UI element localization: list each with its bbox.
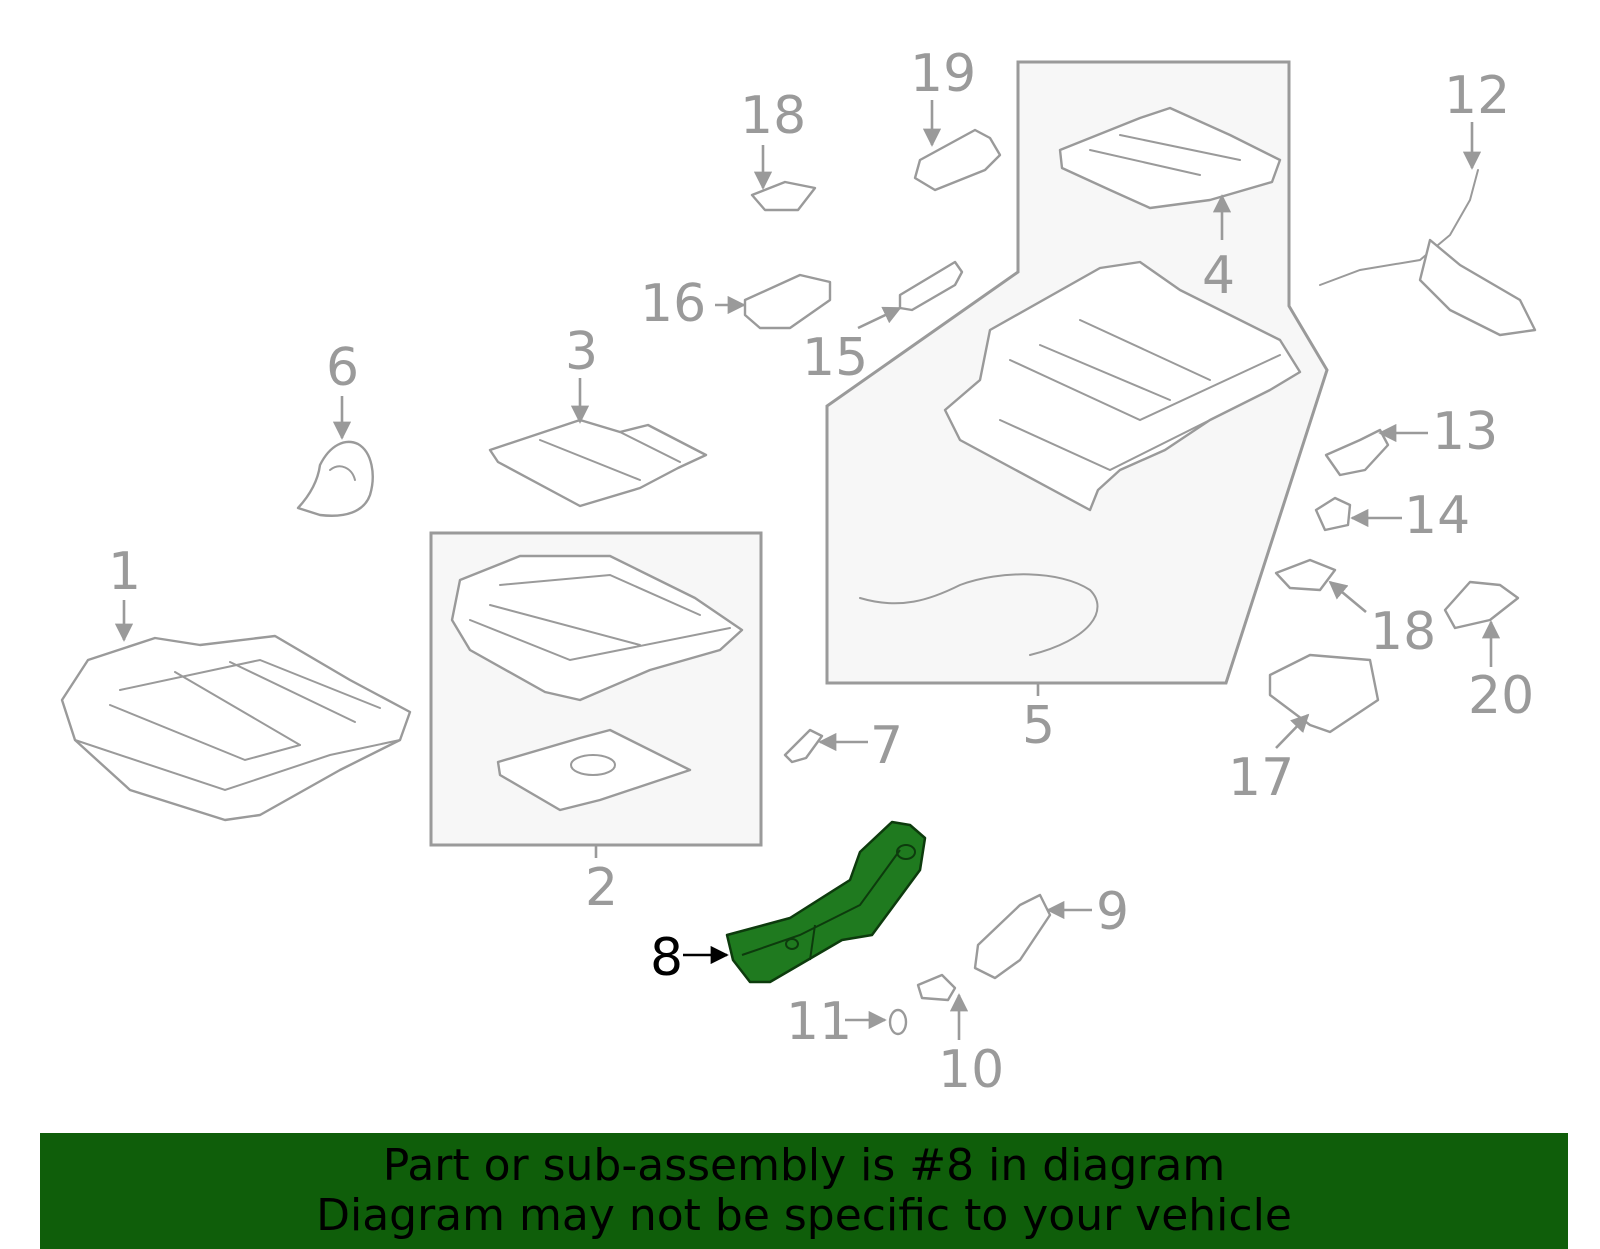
callout-4: 4 (1202, 246, 1236, 306)
callout-2: 2 (585, 858, 619, 918)
callout-11: 11 (786, 992, 853, 1052)
callout-16: 16 (640, 274, 707, 334)
part-14-clip (1314, 496, 1352, 532)
part-9-cover (973, 893, 1052, 980)
part-20-cover (1443, 580, 1520, 630)
part-1-cushion-cover (60, 634, 412, 822)
part-13-bracket (1324, 428, 1390, 477)
part-6-trim (296, 440, 374, 517)
callout-14: 14 (1404, 486, 1471, 546)
callout-18-right: 18 (1370, 602, 1437, 662)
part-18-cap-right (1274, 558, 1337, 592)
banner-line-2: Diagram may not be specific to your vehi… (316, 1190, 1292, 1241)
info-banner: Part or sub-assembly is #8 in diagram Di… (40, 1133, 1568, 1249)
callout-8: 8 (650, 928, 684, 988)
part-8-side-shield (725, 820, 927, 984)
part-16-switch (743, 273, 832, 330)
part-5-seat-frame (859, 260, 1302, 656)
part-18-cap-top (750, 180, 817, 212)
part-12-harness (1319, 169, 1537, 337)
callout-12: 12 (1444, 66, 1511, 126)
part-17-switch (1268, 653, 1380, 734)
callout-20: 20 (1468, 666, 1535, 726)
parts-diagram (60, 60, 1537, 1040)
part-4-track (1058, 106, 1282, 210)
callout-9: 9 (1096, 882, 1130, 942)
callout-18-top: 18 (740, 86, 807, 146)
callout-13: 13 (1432, 402, 1499, 462)
callout-3: 3 (565, 322, 599, 382)
part-19-cover (913, 128, 1002, 192)
callout-6: 6 (326, 338, 360, 398)
callout-5: 5 (1022, 696, 1056, 756)
part-2-cushion-pad (450, 554, 744, 812)
part-3-pan (488, 418, 708, 508)
callout-15: 15 (802, 328, 869, 388)
callout-7: 7 (870, 716, 904, 776)
part-11-clip (888, 1008, 908, 1036)
callout-19: 19 (910, 44, 977, 104)
part-15-cover (898, 260, 964, 312)
callout-10: 10 (938, 1040, 1005, 1100)
part-10-bracket (916, 973, 957, 1002)
banner-line-1: Part or sub-assembly is #8 in diagram (382, 1140, 1226, 1191)
part-7-clip (783, 728, 824, 764)
callout-1: 1 (108, 542, 142, 602)
callout-17: 17 (1228, 748, 1295, 808)
